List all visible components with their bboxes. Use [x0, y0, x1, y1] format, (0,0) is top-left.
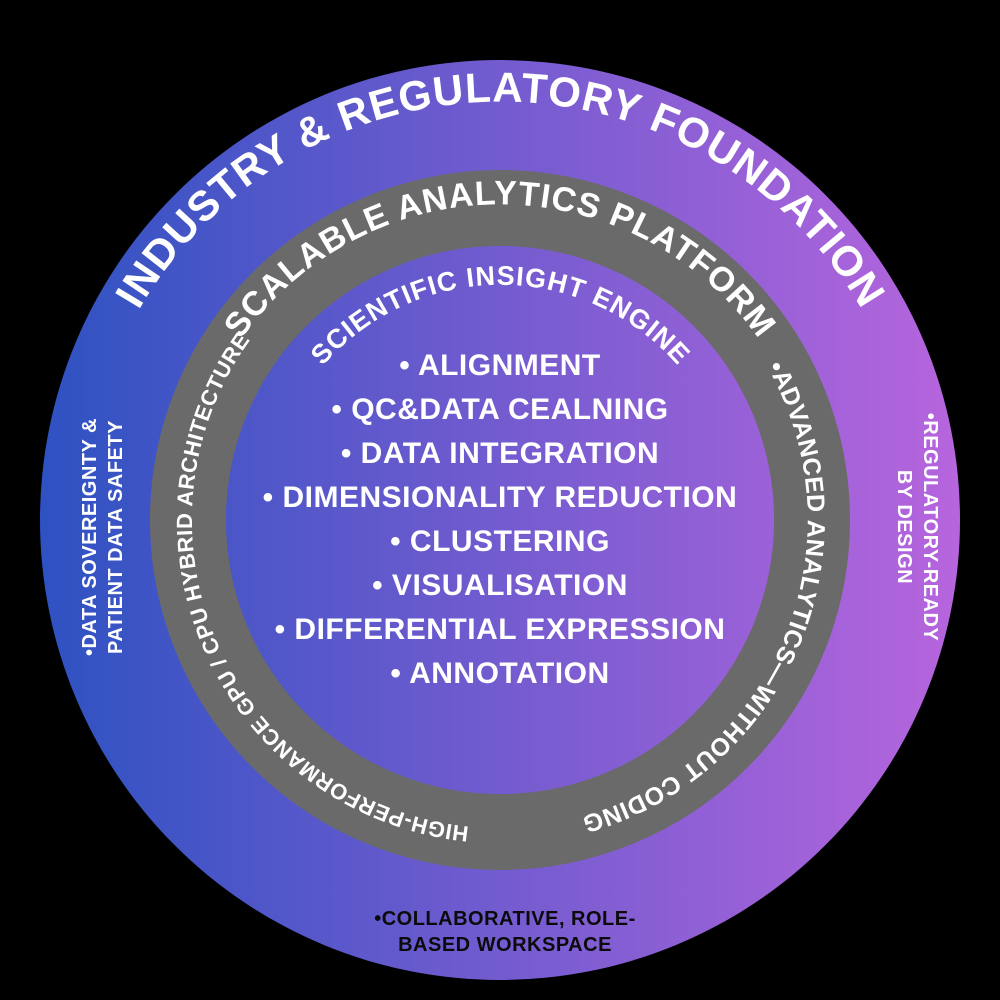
list-item-annotation: • ANNOTATION [390, 657, 610, 690]
list-item-qc-data-cleaning: • QC&DATA CEALNING [331, 393, 669, 426]
outer-left-label-line2: PATIENT DATA SAFETY [105, 420, 127, 654]
outer-right-label-line2: BY DESIGN [893, 469, 915, 585]
middle-ring [150, 170, 850, 870]
outer-left-label-line1: •DATA SOVEREIGNTY & [79, 418, 101, 657]
outer-right-label: •REGULATORY-READY BY DESIGN [891, 397, 943, 657]
list-item-data-integration: • DATA INTEGRATION [340, 437, 660, 470]
outer-bottom-label: •COLLABORATIVE, ROLE- BASED WORKSPACE [255, 906, 755, 958]
list-item-dimensionality-reduction: • DIMENSIONALITY REDUCTION [262, 481, 738, 514]
outer-bottom-label-line1: •COLLABORATIVE, ROLE- [374, 908, 636, 930]
outer-right-label-line1: •REGULATORY-READY [919, 412, 941, 642]
list-item-clustering: • CLUSTERING [390, 525, 610, 558]
outer-left-label: •DATA SOVEREIGNTY & PATIENT DATA SAFETY [77, 407, 129, 667]
list-item-alignment: • ALIGNMENT [399, 349, 601, 382]
center-feature-list: • ALIGNMENT • QC&DATA CEALNING • DATA IN… [220, 344, 780, 696]
inner-circle [226, 246, 774, 794]
list-item-differential-expression: • DIFFERENTIAL EXPRESSION [274, 613, 726, 646]
outer-bottom-label-line2: BASED WORKSPACE [398, 934, 612, 956]
list-item-visualisation: • VISUALISATION [372, 569, 628, 602]
